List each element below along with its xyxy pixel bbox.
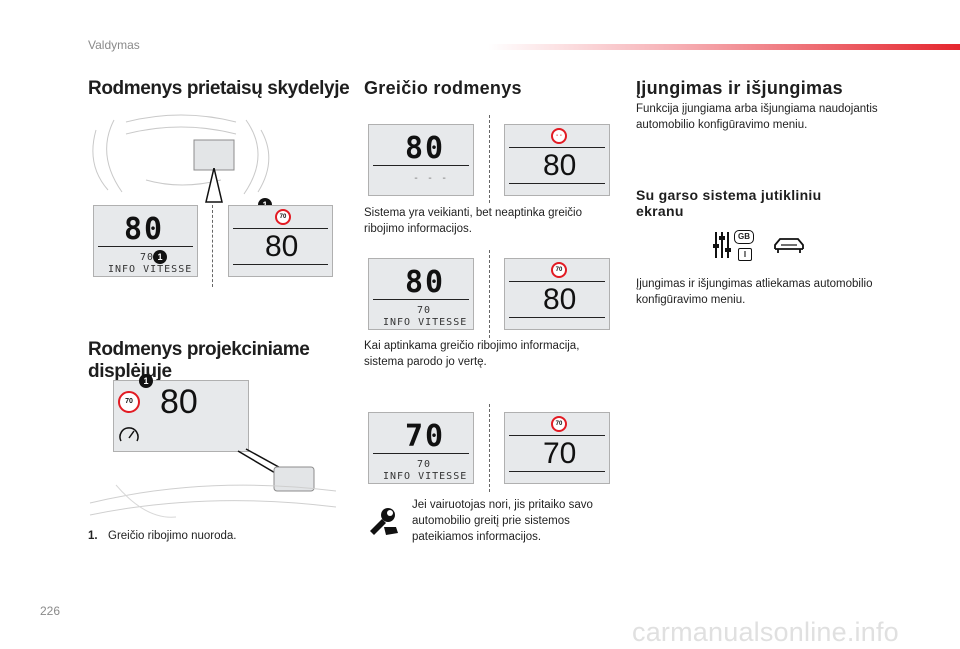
subheading-touchscreen: Su garso sistema jutikliniu ekranu — [636, 187, 822, 219]
page-number: 226 — [40, 604, 61, 618]
settings-icon: GB I — [712, 228, 756, 262]
divider-dashed — [212, 205, 213, 287]
speed-display-right-1: - - 80 — [504, 124, 610, 196]
projection-display: 70 80 — [113, 380, 249, 452]
speed-limit-sign: 70 — [551, 262, 567, 278]
sliders-icon — [713, 232, 731, 258]
header-accent-bar — [488, 44, 960, 50]
section-title: Valdymas — [88, 38, 140, 52]
sub-speed-limit: 70 — [417, 305, 432, 316]
callout-1: 1 — [153, 250, 167, 264]
callout-1: 1 — [139, 374, 153, 388]
speedometer-icon — [119, 427, 139, 442]
display-separator — [373, 165, 469, 166]
display-separator — [233, 228, 328, 229]
sub-speed-limit: 70 — [140, 252, 155, 263]
speed-display-right-3: 70 70 — [504, 412, 610, 484]
speed-value: 80 — [160, 383, 198, 421]
caption-detected: Kai aptinkama greičio ribojimo informaci… — [364, 340, 580, 368]
speed-value: 80 — [265, 230, 299, 263]
footnote-number: 1. — [88, 530, 98, 542]
display-separator — [509, 147, 605, 148]
speed-limit-sign: 70 — [118, 391, 140, 413]
windscreen-illustration — [89, 448, 337, 518]
instrument-display-right: 70 80 — [228, 205, 333, 277]
language-badge: GB — [734, 230, 754, 244]
caption-no-detection: Sistema yra veikianti, bet neaptinka gre… — [364, 207, 582, 235]
instrument-display-left: 80 70 INFO VITESSE — [93, 205, 198, 277]
footnote-text: Greičio ribojimo nuoroda. — [108, 530, 237, 542]
speed-value: 80 — [543, 283, 577, 316]
display-separator — [509, 471, 605, 472]
watermark: carmanualsonline.info — [632, 617, 899, 647]
divider-dashed — [489, 404, 490, 492]
heading-on-off: Įjungimas ir išjungimas — [636, 78, 843, 98]
display-separator — [373, 299, 469, 300]
heading-speed-display: Greičio rodmenys — [364, 78, 522, 98]
speed-value: 70 — [543, 437, 577, 470]
display-separator — [233, 264, 328, 265]
heading-instrument-panel: Rodmenys prietaisų skydelyje — [88, 78, 350, 99]
speed-limit-sign: - - — [551, 128, 567, 144]
divider-dashed — [489, 250, 490, 338]
speed-value: 80 — [405, 131, 446, 166]
arrow-up-icon — [205, 168, 223, 203]
display-separator — [509, 435, 605, 436]
speed-display-left-3: 70 70 INFO VITESSE — [368, 412, 474, 484]
display-separator — [98, 246, 193, 247]
wrench-hand-icon — [370, 508, 398, 535]
no-limit-dashes: - - - — [413, 173, 449, 184]
divider-dashed — [489, 115, 490, 203]
note-text: Jei vairuotojas nori, jis pritaiko savo … — [412, 499, 593, 543]
info-badge: I — [738, 248, 752, 261]
info-vitesse-label: INFO VITESSE — [108, 264, 193, 275]
display-separator — [509, 317, 605, 318]
dashboard-illustration — [92, 114, 270, 195]
speed-limit-sign: 70 — [275, 209, 291, 225]
on-off-text: Funkcija įjungiama arba išjungiama naudo… — [636, 103, 878, 131]
speed-limit-sign: 70 — [551, 416, 567, 432]
info-vitesse-label: INFO VITESSE — [383, 317, 468, 328]
speed-display-left-2: 80 70 INFO VITESSE — [368, 258, 474, 330]
speed-value: 80 — [543, 149, 577, 182]
display-separator — [509, 281, 605, 282]
speed-value: 80 — [124, 212, 165, 247]
speed-value: 80 — [405, 265, 446, 300]
car-icon — [774, 238, 804, 253]
display-separator — [373, 453, 469, 454]
speed-display-left-1: 80 - - - — [368, 124, 474, 196]
sub-speed-limit: 70 — [417, 459, 432, 470]
heading-projection-display: Rodmenys projekciniame displėjuje — [88, 339, 310, 382]
speed-display-right-2: 70 80 — [504, 258, 610, 330]
speed-value: 70 — [405, 419, 446, 454]
touchscreen-text: Įjungimas ir išjungimas atliekamas autom… — [636, 278, 873, 306]
info-vitesse-label: INFO VITESSE — [383, 471, 468, 482]
display-separator — [509, 183, 605, 184]
